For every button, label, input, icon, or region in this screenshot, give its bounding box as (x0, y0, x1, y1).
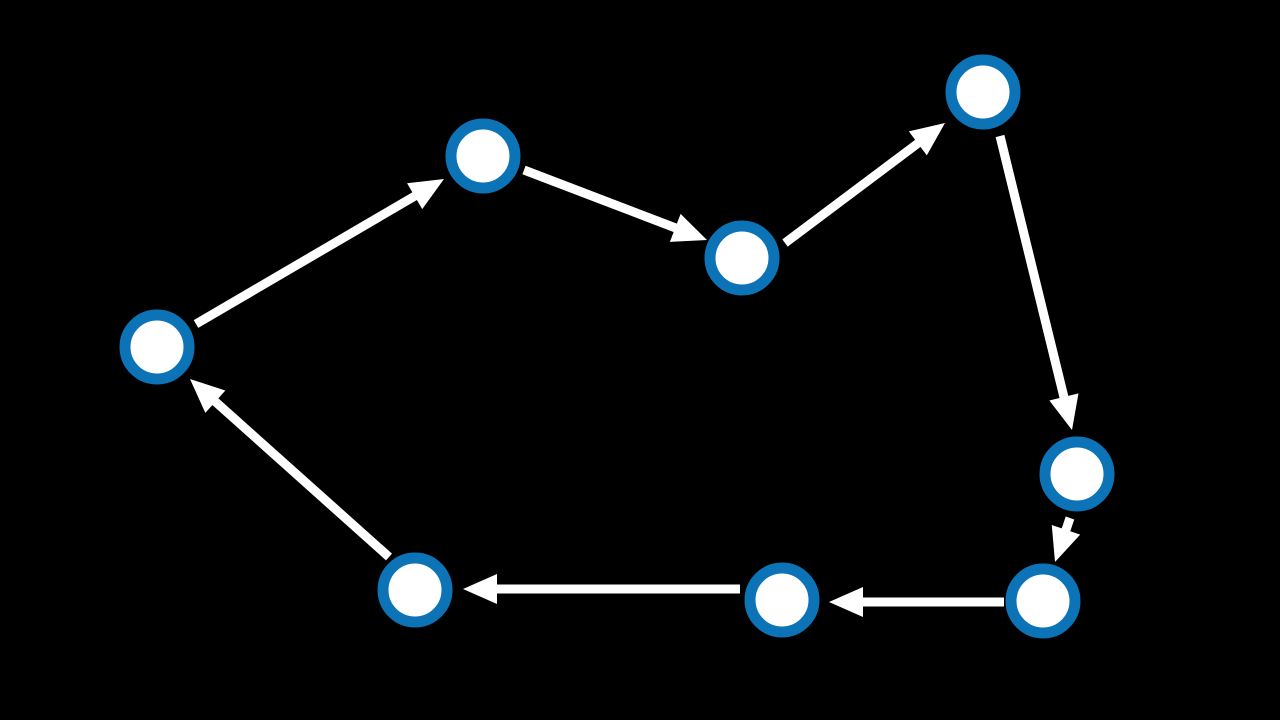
graph-node[interactable] (704, 220, 780, 296)
node-circle[interactable] (945, 54, 1021, 130)
graph-edge (522, 165, 707, 242)
graph-node[interactable] (119, 309, 195, 385)
edge-arrowhead-icon (190, 379, 226, 413)
edge-arrowhead-icon (669, 213, 707, 242)
node-circle[interactable] (1039, 436, 1115, 512)
graph-edge (782, 123, 945, 247)
edge-arrowhead-icon (908, 123, 945, 156)
edge-shaft (782, 134, 928, 247)
graph-edge (995, 134, 1079, 430)
graph-node[interactable] (945, 54, 1021, 130)
graph-edge (829, 587, 1004, 617)
edge-shaft (206, 392, 393, 561)
node-circle[interactable] (744, 562, 820, 638)
nodes-layer (119, 54, 1115, 639)
node-circle[interactable] (119, 309, 195, 385)
graph-node[interactable] (445, 118, 521, 194)
graph-edge (463, 574, 740, 604)
edge-shaft (193, 187, 425, 328)
edge-arrowhead-icon (407, 179, 444, 210)
graph-edge (190, 379, 393, 561)
edge-shaft (522, 165, 685, 236)
node-circle[interactable] (1005, 563, 1081, 639)
node-circle[interactable] (445, 118, 521, 194)
edge-arrowhead-icon (1051, 524, 1081, 562)
edge-arrowhead-icon (829, 587, 863, 617)
node-circle[interactable] (704, 220, 780, 296)
graph-node[interactable] (377, 552, 453, 628)
edge-arrowhead-icon (463, 574, 497, 604)
graph-edge (1051, 516, 1081, 562)
graph-edge (193, 179, 444, 328)
edges-layer (190, 123, 1081, 617)
edge-arrowhead-icon (1049, 393, 1079, 430)
node-circle[interactable] (377, 552, 453, 628)
graph-node[interactable] (1005, 563, 1081, 639)
graph-node[interactable] (1039, 436, 1115, 512)
edge-shaft (995, 134, 1071, 407)
graph-node[interactable] (744, 562, 820, 638)
